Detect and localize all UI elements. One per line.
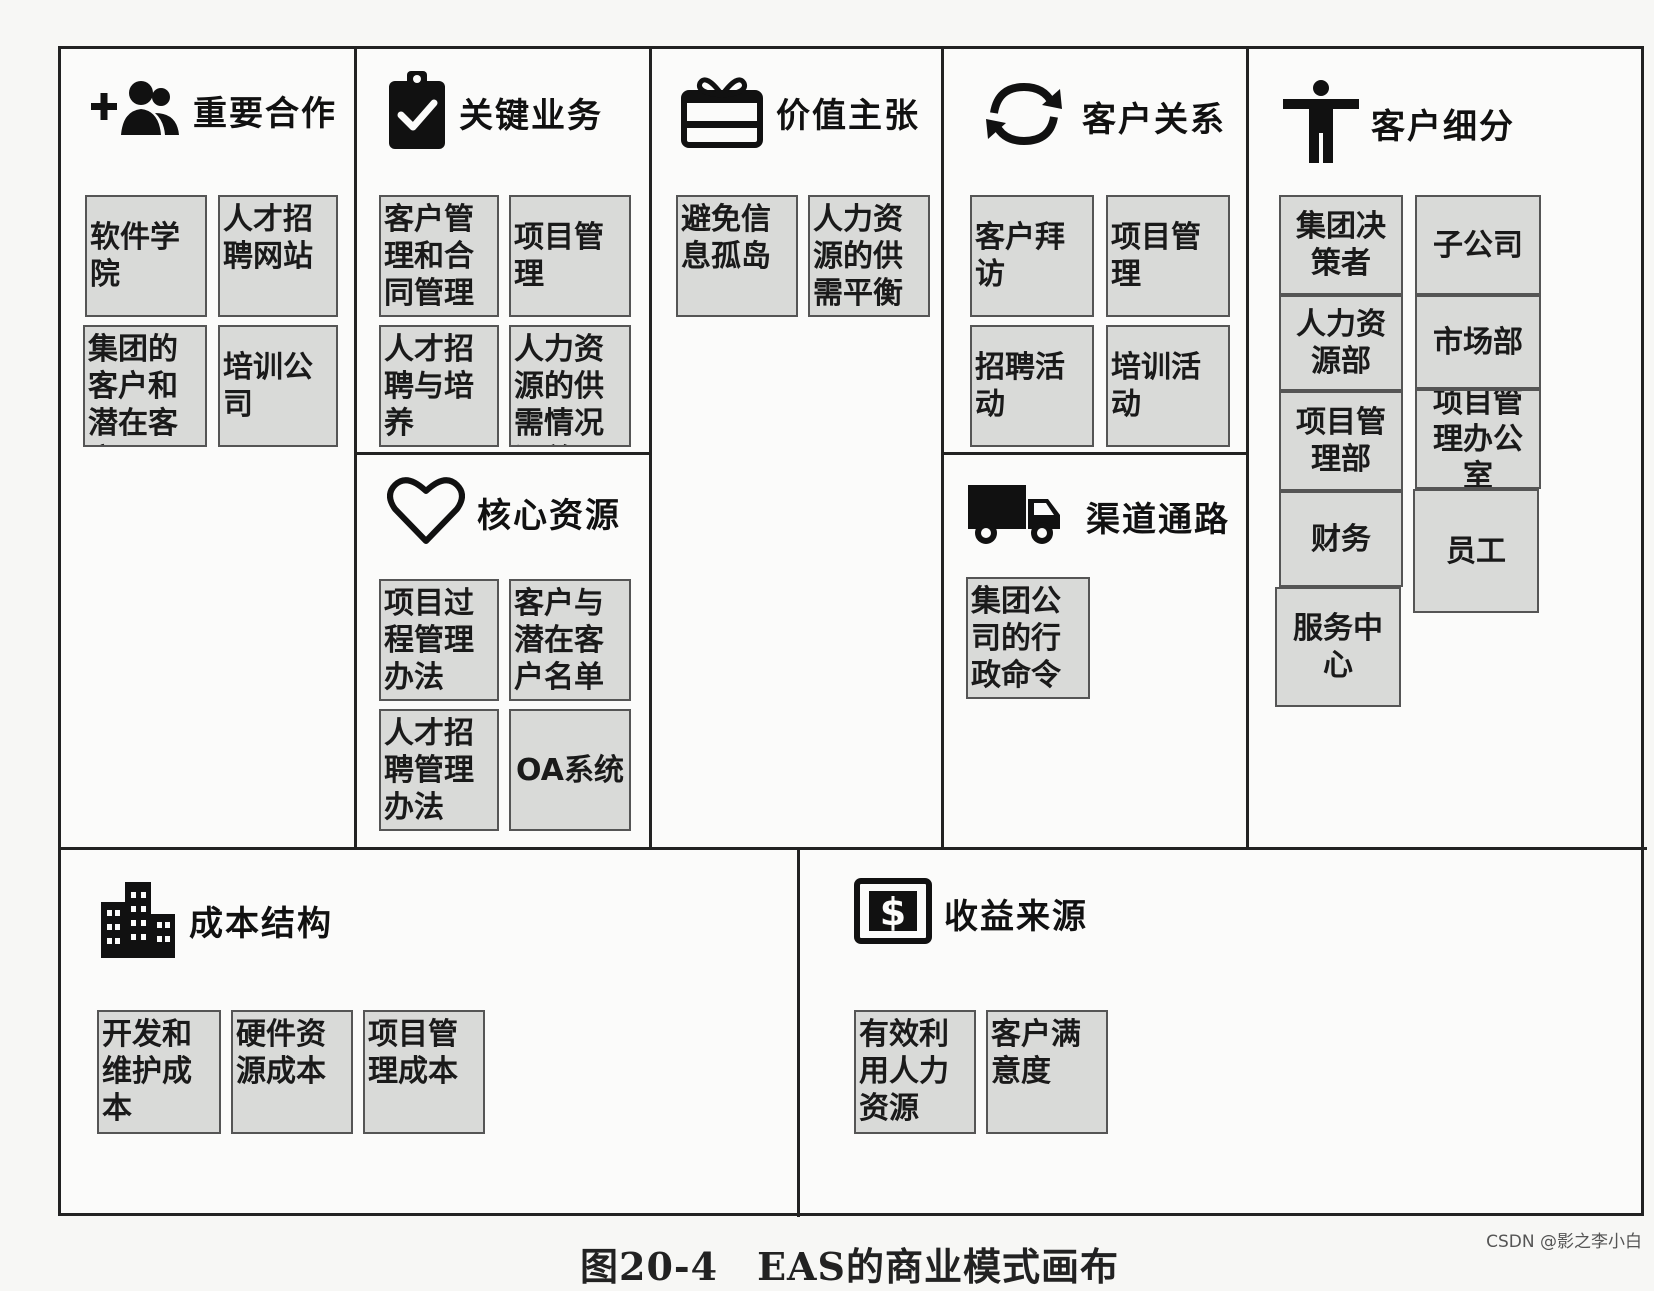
sticky-note: 客户拜访 xyxy=(970,195,1094,317)
sticky-note: 集团公司的行政命令 xyxy=(966,577,1090,699)
sticky-note: 开发和维护成本 xyxy=(97,1010,221,1134)
block-title: 客户关系 xyxy=(1082,99,1226,140)
sticky-note: 人才招聘管理办法 xyxy=(379,709,499,831)
sticky-note: 客户与潜在客户名单 xyxy=(509,579,631,701)
sticky-note: 人力资源的供需平衡 xyxy=(808,195,930,317)
sticky-note: OA系统 xyxy=(509,709,631,831)
sticky-note: 项目管理部 xyxy=(1279,391,1403,491)
revenue-streams-block: $ 收益来源 有效利用人力资源 客户满意度 xyxy=(800,850,1644,1216)
sticky-note: 招聘活动 xyxy=(970,325,1094,447)
sticky-note: 服务中心 xyxy=(1275,587,1401,707)
sticky-note: 市场部 xyxy=(1415,295,1541,389)
clipboard-check-icon xyxy=(387,69,447,155)
business-model-canvas: 重要合作 软件学院 人才招聘网站 集团的客户和潜在客户 培训公司 关键业务 客户… xyxy=(58,46,1647,1217)
key-activities-block: 关键业务 客户管理和合同管理 项目管理 人才招聘与培养 人力资源的供需情况汇总 xyxy=(357,49,649,452)
sticky-note: 人才招聘与培养 xyxy=(379,325,499,447)
buildings-icon xyxy=(99,878,177,962)
truck-icon xyxy=(966,481,1062,551)
channels-block: 渠道通路 集团公司的行政命令 xyxy=(944,455,1246,847)
divider xyxy=(1246,49,1249,849)
divider xyxy=(649,49,652,849)
block-title: 收益来源 xyxy=(944,896,1088,937)
add-people-icon xyxy=(89,79,181,141)
sticky-note: 项目过程管理办法 xyxy=(379,579,499,701)
figure-caption: 图20-4 EAS的商业模式画布 xyxy=(580,1244,1119,1289)
sticky-note: 项目管理办公室 xyxy=(1415,389,1541,489)
sync-arrows-icon xyxy=(978,79,1070,153)
key-resources-block: 核心资源 项目过程管理办法 客户与潜在客户名单 人才招聘管理办法 OA系统 xyxy=(357,455,649,847)
customer-segments-block: 客户细分 集团决策者 人力资源部 项目管理部 财务 服务中心 子公司 市场部 项… xyxy=(1249,49,1644,847)
divider xyxy=(61,847,1647,850)
block-title: 重要合作 xyxy=(193,93,337,134)
sticky-note: 客户满意度 xyxy=(986,1010,1108,1134)
block-title: 渠道通路 xyxy=(1086,499,1230,540)
sticky-note: 软件学院 xyxy=(85,195,207,317)
watermark: CSDN @影之李小白 xyxy=(1486,1232,1642,1252)
value-propositions-block: 价值主张 避免信息孤岛 人力资源的供需平衡 xyxy=(652,49,941,847)
sticky-note: 培训公司 xyxy=(218,325,338,447)
sticky-note: 子公司 xyxy=(1415,195,1541,295)
sticky-note: 人才招聘网站 xyxy=(218,195,338,317)
sticky-note: 项目管理成本 xyxy=(363,1010,485,1134)
sticky-note: 避免信息孤岛 xyxy=(676,195,798,317)
sticky-note: 有效利用人力资源 xyxy=(854,1010,976,1134)
block-title: 成本结构 xyxy=(189,903,333,944)
block-title: 客户细分 xyxy=(1371,106,1515,147)
heart-icon xyxy=(387,475,465,549)
person-icon xyxy=(1283,79,1359,167)
sticky-note: 培训活动 xyxy=(1106,325,1230,447)
cost-structure-block: 成本结构 开发和维护成本 硬件资源成本 项目管理成本 xyxy=(61,850,797,1216)
sticky-note: 客户管理和合同管理 xyxy=(379,195,499,317)
key-partners-block: 重要合作 软件学院 人才招聘网站 集团的客户和潜在客户 培训公司 xyxy=(61,49,354,847)
sticky-note: 人力资源的供需情况汇总 xyxy=(509,325,631,447)
sticky-note: 财务 xyxy=(1279,491,1403,587)
sticky-note: 集团决策者 xyxy=(1279,195,1403,295)
divider xyxy=(354,452,649,455)
divider xyxy=(941,49,944,849)
sticky-note: 项目管理 xyxy=(509,195,631,317)
divider xyxy=(941,452,1246,455)
sticky-note: 集团的客户和潜在客户 xyxy=(83,325,207,447)
block-title: 核心资源 xyxy=(477,495,621,536)
sticky-note: 硬件资源成本 xyxy=(231,1010,353,1134)
svg-text:$: $ xyxy=(880,890,906,934)
gift-card-icon xyxy=(680,71,764,153)
block-title: 价值主张 xyxy=(776,95,920,136)
block-title: 关键业务 xyxy=(459,95,603,136)
divider xyxy=(354,49,357,849)
dollar-icon: $ xyxy=(854,878,932,948)
sticky-note: 项目管理 xyxy=(1106,195,1230,317)
sticky-note: 人力资源部 xyxy=(1279,295,1403,391)
sticky-note: 员工 xyxy=(1413,489,1539,613)
customer-relationships-block: 客户关系 客户拜访 项目管理 招聘活动 培训活动 xyxy=(944,49,1246,452)
divider xyxy=(797,847,800,1217)
